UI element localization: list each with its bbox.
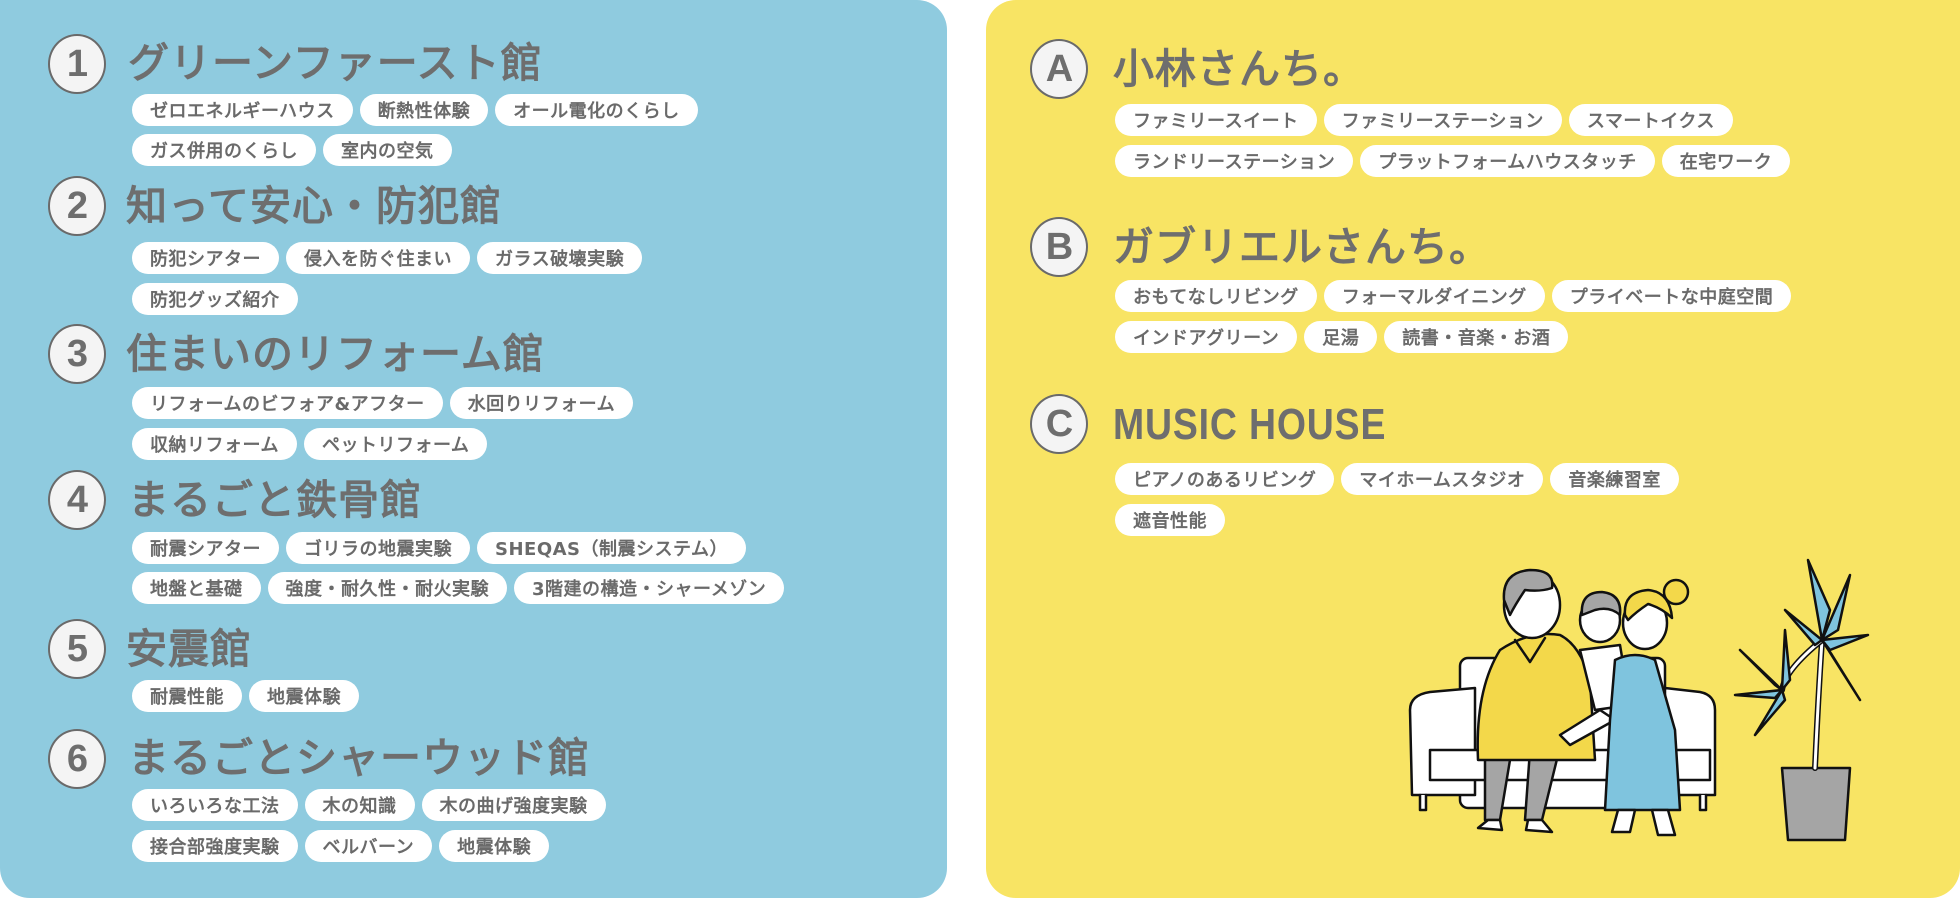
feature-pill[interactable]: 地震体験 [249, 680, 359, 712]
feature-pill[interactable]: SHEQAS（制震システム） [477, 532, 746, 564]
number-badge-1: 1 [48, 34, 106, 94]
pavilion-title[interactable]: 住まいのリフォーム館 [126, 330, 545, 378]
feature-row: 地盤と基礎 強度・耐久性・耐火実験 3階建の構造・シャーメゾン [132, 572, 785, 604]
feature-pill[interactable]: ファミリースイート [1115, 104, 1317, 136]
letter-badge-a: A [1030, 39, 1088, 99]
feature-pill[interactable]: インドアグリーン [1115, 321, 1298, 353]
feature-pill[interactable]: ランドリーステーション [1115, 145, 1354, 177]
woman-figure-icon [1603, 578, 1690, 837]
feature-pill[interactable]: 木の知識 [304, 789, 415, 821]
feature-pill[interactable]: 侵入を防ぐ住まい [286, 242, 470, 274]
feature-pill[interactable]: 水回りリフォーム [449, 387, 634, 419]
feature-row: インドアグリーン 足湯 読書・音楽・お酒 [1115, 321, 1569, 353]
potted-plant-icon [1733, 558, 1870, 842]
number-badge-5: 5 [48, 619, 106, 679]
feature-pill[interactable]: 室内の空気 [323, 134, 452, 166]
feature-row: 防犯グッズ紹介 [132, 283, 298, 315]
feature-row: ピアノのあるリビング マイホームスタジオ 音楽練習室 [1115, 463, 1679, 495]
feature-row: ガス併用のくらし 室内の空気 [132, 134, 452, 166]
feature-pill[interactable]: 断熱性体験 [359, 94, 489, 126]
feature-pill[interactable]: 地盤と基礎 [132, 572, 261, 604]
feature-pill[interactable]: マイホームスタジオ [1341, 463, 1544, 495]
feature-pill[interactable]: 木の曲げ強度実験 [421, 789, 606, 821]
feature-pill[interactable]: 耐震シアター [132, 532, 279, 564]
feature-pill[interactable]: 足湯 [1304, 321, 1378, 353]
number-badge-6: 6 [48, 729, 106, 789]
feature-pill[interactable]: 遮音性能 [1115, 504, 1225, 536]
feature-pill[interactable]: いろいろな工法 [132, 789, 298, 821]
house-title[interactable]: ガブリエルさんち。 [1113, 223, 1491, 271]
feature-pill[interactable]: ベルバーン [304, 830, 433, 862]
feature-pill[interactable]: 耐震性能 [132, 680, 242, 712]
feature-pill[interactable]: リフォームのビフォア&アフター [132, 387, 443, 419]
feature-pill[interactable]: 音楽練習室 [1550, 463, 1679, 495]
number-badge-3: 3 [48, 324, 106, 384]
house-title[interactable]: MUSIC HOUSE [1113, 400, 1387, 449]
pavilion-title[interactable]: まるごと鉄骨館 [128, 476, 422, 524]
feature-pill[interactable]: ガラス破壊実験 [477, 242, 643, 274]
feature-pill[interactable]: ゴリラの地震実験 [286, 532, 470, 564]
feature-pill[interactable]: オール電化のくらし [495, 94, 698, 126]
number-badge-2: 2 [48, 176, 106, 236]
feature-row: 遮音性能 [1115, 504, 1225, 536]
feature-row: リフォームのビフォア&アフター 水回りリフォーム [132, 387, 634, 419]
letter-badge-c: C [1030, 394, 1088, 454]
feature-pill[interactable]: 防犯グッズ紹介 [132, 283, 298, 315]
pavilion-title[interactable]: まるごとシャーウッド館 [128, 734, 590, 782]
feature-pill[interactable]: ペットリフォーム [303, 428, 488, 460]
feature-pill[interactable]: プライベートな中庭空間 [1551, 280, 1792, 312]
letter-badge-b: B [1030, 217, 1088, 277]
feature-row: おもてなしリビング フォーマルダイニング プライベートな中庭空間 [1115, 280, 1792, 312]
feature-pill[interactable]: 地震体験 [439, 830, 550, 862]
feature-pill[interactable]: おもてなしリビング [1115, 280, 1317, 312]
feature-pill[interactable]: 在宅ワーク [1661, 145, 1791, 177]
feature-row: ゼロエネルギーハウス 断熱性体験 オール電化のくらし [132, 94, 698, 126]
feature-row: ランドリーステーション プラットフォームハウスタッチ 在宅ワーク [1115, 145, 1791, 177]
family-sofa-illustration [1408, 558, 1870, 842]
feature-row: ファミリースイート ファミリーステーション スマートイクス [1115, 104, 1733, 136]
feature-pill[interactable]: フォーマルダイニング [1323, 280, 1545, 312]
pavilion-title[interactable]: 知って安心・防犯館 [126, 182, 502, 230]
feature-pill[interactable]: 強度・耐久性・耐火実験 [267, 572, 507, 604]
pavilion-title[interactable]: 安震館 [126, 625, 252, 673]
feature-pill[interactable]: スマートイクス [1568, 104, 1733, 136]
pavilion-title[interactable]: グリーンファースト館 [128, 39, 543, 87]
feature-row: いろいろな工法 木の知識 木の曲げ強度実験 [132, 789, 606, 821]
feature-pill[interactable]: 接合部強度実験 [132, 830, 298, 862]
feature-pill[interactable]: 防犯シアター [132, 242, 279, 274]
feature-pill[interactable]: ガス併用のくらし [132, 134, 316, 166]
number-badge-4: 4 [48, 470, 106, 530]
feature-row: 収納リフォーム ペットリフォーム [132, 428, 488, 460]
feature-pill[interactable]: 読書・音楽・お酒 [1384, 321, 1569, 353]
feature-pill[interactable]: ピアノのあるリビング [1115, 463, 1335, 495]
feature-pill[interactable]: 収納リフォーム [132, 428, 297, 460]
feature-pill[interactable]: ゼロエネルギーハウス [132, 94, 353, 126]
feature-pill[interactable]: 3階建の構造・シャーメゾン [514, 572, 785, 604]
feature-pill[interactable]: プラットフォームハウスタッチ [1360, 145, 1655, 177]
feature-row: 防犯シアター 侵入を防ぐ住まい ガラス破壊実験 [132, 242, 643, 274]
feature-row: 耐震性能 地震体験 [132, 680, 359, 712]
house-title[interactable]: 小林さんち。 [1113, 45, 1365, 93]
feature-row: 耐震シアター ゴリラの地震実験 SHEQAS（制震システム） [132, 532, 746, 564]
feature-row: 接合部強度実験 ベルバーン 地震体験 [132, 830, 550, 862]
feature-pill[interactable]: ファミリーステーション [1323, 104, 1562, 136]
man-figure-icon [1476, 568, 1597, 834]
